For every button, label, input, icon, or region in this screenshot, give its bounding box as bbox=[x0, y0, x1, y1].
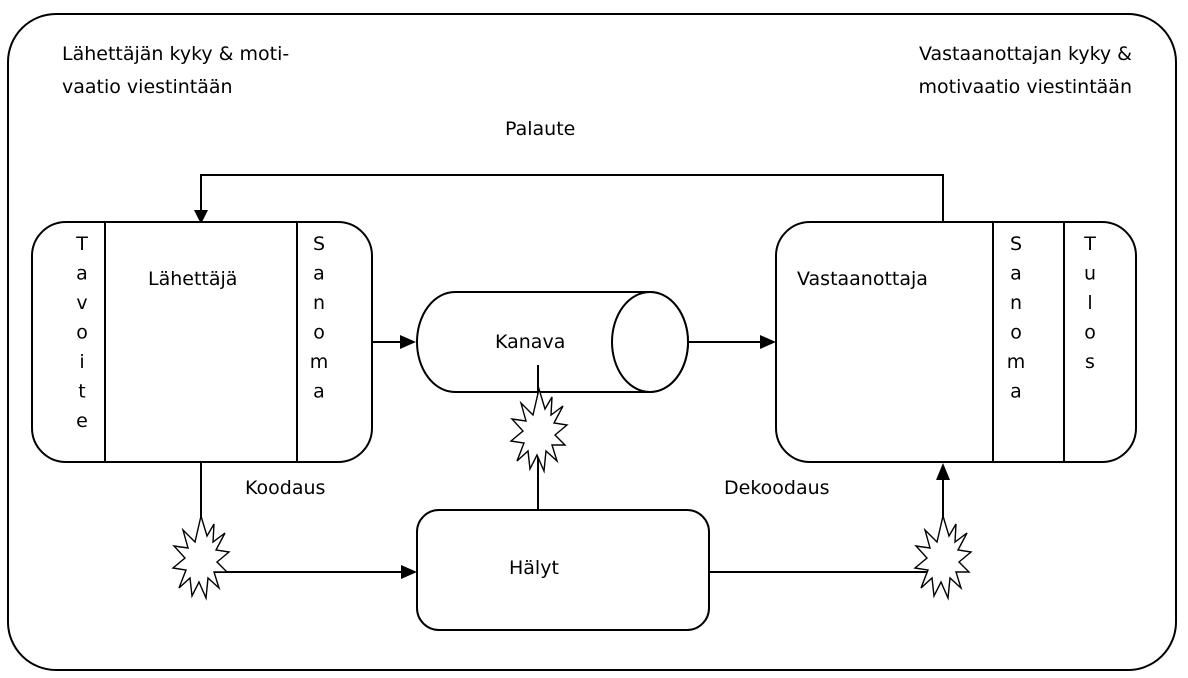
sender-goal-letter: v bbox=[76, 292, 87, 314]
receiver-message-letter: a bbox=[1010, 381, 1022, 403]
decoding-label: Dekoodaus bbox=[724, 477, 830, 499]
receiver-ability-line-1: Vastaanottajan kyky & bbox=[919, 43, 1132, 65]
sender-goal-letter: a bbox=[76, 263, 88, 285]
channel-label: Kanava bbox=[495, 331, 565, 353]
feedback-label: Palaute bbox=[505, 118, 575, 140]
feedback-arrow bbox=[200, 174, 944, 222]
receiver-message-letter: S bbox=[1010, 233, 1022, 255]
sender-message-letter: n bbox=[313, 292, 325, 314]
receiver-result-letter: u bbox=[1084, 263, 1096, 285]
receiver-label: Vastaanottaja bbox=[797, 268, 928, 290]
sender-ability-line-1: Lähettäjän kyky & moti- bbox=[62, 43, 289, 65]
sender-to-channel-arrowhead bbox=[400, 335, 416, 349]
receiver-box bbox=[775, 221, 1137, 463]
receiver-message-letter: n bbox=[1010, 292, 1022, 314]
sender-message-letter: a bbox=[313, 381, 325, 403]
encoding-arrowhead bbox=[401, 565, 417, 579]
sender-goal-letter: i bbox=[79, 351, 84, 373]
channel-to-receiver-arrowhead bbox=[760, 335, 776, 349]
sender-message-letter: S bbox=[313, 233, 325, 255]
receiver-message-letter: o bbox=[1010, 322, 1022, 344]
decoding-arrowhead bbox=[936, 463, 950, 480]
sender-goal-letter: o bbox=[76, 322, 88, 344]
sender-goal-letter: T bbox=[75, 233, 88, 255]
sender-message-letter: o bbox=[313, 322, 325, 344]
receiver-message-letter: m bbox=[1007, 351, 1026, 373]
noise-box bbox=[416, 509, 710, 631]
receiver-result-letter: l bbox=[1087, 292, 1092, 314]
feedback-arrowhead bbox=[194, 210, 208, 224]
receiver-result-letter: o bbox=[1084, 322, 1096, 344]
channel-cylinder-end bbox=[611, 291, 689, 393]
encoding-label: Koodaus bbox=[245, 477, 325, 499]
sender-message-letter: a bbox=[313, 263, 325, 285]
sender-label: Lähettäjä bbox=[148, 268, 237, 290]
sender-goal-letter: e bbox=[76, 410, 88, 432]
receiver-result-letter: T bbox=[1083, 233, 1096, 255]
receiver-ability-line-2: motivaatio viestintään bbox=[919, 76, 1132, 98]
receiver-result-letter: s bbox=[1085, 351, 1095, 373]
sender-goal-letter: t bbox=[78, 381, 85, 403]
receiver-message-letter: a bbox=[1010, 263, 1022, 285]
sender-message-letter: m bbox=[310, 351, 329, 373]
sender-ability-line-2: vaatio viestintään bbox=[62, 76, 233, 98]
noise-label: Hälyt bbox=[509, 557, 559, 579]
